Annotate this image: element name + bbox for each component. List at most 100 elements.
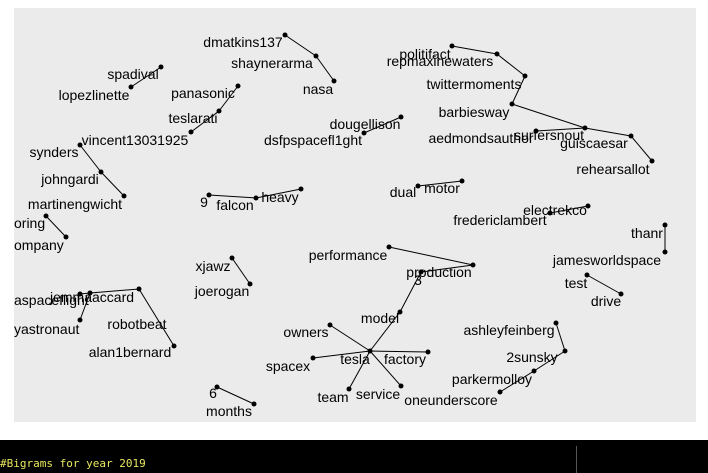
node-label-nine: 9: [200, 194, 208, 210]
node-nine: [206, 192, 212, 198]
node-surfersnout: [582, 125, 588, 131]
node-label-dual: dual: [390, 184, 416, 200]
node-falcon: [253, 195, 259, 201]
node-aspaceflight: [77, 291, 83, 297]
node-label-motor: motor: [424, 180, 460, 196]
node-label-test: test: [565, 275, 588, 291]
node-shaynerarma: [313, 53, 319, 59]
edge-xjawz-joerogan: [231, 257, 251, 285]
node-label-lopezlinette: lopezlinette: [59, 87, 130, 103]
node-label-vincent13031925: vincent13031925: [82, 132, 189, 148]
node-label-spacex: spacex: [266, 358, 310, 374]
node-dual: [415, 183, 421, 189]
node-label-twosunsky: 2sunsky: [506, 349, 557, 365]
node-johngardi: [98, 169, 104, 175]
node-label-ompany: ompany: [14, 237, 64, 253]
edge-dougellison-dsfpspacefl1ght: [363, 116, 402, 134]
node-label-oring: oring: [14, 215, 45, 231]
edge-aedmondsauthor-surfersnout: [535, 127, 586, 132]
node-label-performance: performance: [309, 247, 388, 263]
node-label-shaynerarma: shaynerarma: [231, 55, 313, 71]
node-oneunderscore: [497, 389, 503, 395]
node-label-electrekco: electrekco: [523, 202, 587, 218]
console-divider: [576, 446, 577, 473]
node-label-robotbeat: robotbeat: [107, 316, 166, 332]
node-label-three: 3: [414, 272, 422, 288]
node-label-aedmondsauthor: aedmondsauthor: [428, 130, 533, 146]
edge-johngardi-martinengwicht: [100, 171, 125, 197]
node-label-politifact: politifact: [399, 46, 450, 62]
node-label-tesla: tesla: [340, 351, 370, 367]
node-label-falcon: falcon: [216, 197, 253, 213]
node-ashleyfeinberg: [553, 320, 559, 326]
node-twosunsky: [562, 348, 568, 354]
edge-jemmaaccard-yastronaut: [79, 292, 91, 321]
node-service: [398, 383, 404, 389]
edge-jemmaaccard-robotbeat: [89, 288, 140, 294]
edge-oring-ompany: [45, 215, 67, 238]
edge-falcon-heavy: [255, 188, 302, 199]
node-label-heavy: heavy: [261, 189, 298, 205]
edge-guiscaesar-rehearsallot: [630, 135, 653, 162]
node-team: [346, 386, 352, 392]
edges-layer: [45, 34, 666, 405]
node-thanr: [662, 222, 668, 228]
edge-test-drive: [586, 274, 622, 295]
node-six: [214, 384, 220, 390]
edge-surfersnout-guiscaesar: [584, 127, 632, 137]
node-alan1bernard: [171, 343, 177, 349]
node-ompany: [63, 234, 69, 240]
node-factory: [425, 349, 431, 355]
node-label-teslarati: teslarati: [168, 110, 217, 126]
node-guiscaesar: [628, 133, 634, 139]
node-spacex: [310, 355, 316, 361]
node-production: [470, 262, 476, 268]
node-jemmaaccard: [87, 290, 93, 296]
labels-layer: dmatkins137shaynerarmanasaspadivallopezl…: [14, 34, 663, 419]
node-three: [418, 269, 424, 275]
node-owners: [327, 322, 333, 328]
node-barbiesway: [509, 101, 515, 107]
node-model: [397, 309, 403, 315]
node-nasa: [331, 78, 337, 84]
node-performance: [386, 244, 392, 250]
edge-shaynerarma-nasa: [315, 55, 335, 82]
edge-spadival-lopezlinette: [130, 66, 162, 88]
edge-politifact-repmaxinewaters: [451, 45, 498, 55]
edge-nine-falcon: [208, 194, 257, 199]
node-dmatkins137: [282, 32, 288, 38]
node-spadival: [158, 64, 164, 70]
edge-parkermolloy-oneunderscore: [499, 370, 535, 393]
console-output-text: #Bigrams for year 2019: [0, 457, 146, 470]
node-label-yastronaut: yastronaut: [14, 321, 79, 337]
edge-teslarati-vincent13031925: [190, 110, 220, 133]
node-motor: [459, 178, 465, 184]
node-label-oneunderscore: oneunderscore: [404, 392, 498, 408]
node-yastronaut: [77, 317, 83, 323]
node-label-dougellison: dougellison: [330, 116, 401, 132]
node-label-alan1bernard: alan1bernard: [89, 344, 172, 360]
node-months: [251, 401, 257, 407]
node-label-barbiesway: barbiesway: [439, 104, 510, 120]
node-label-six: 6: [209, 385, 217, 401]
node-dsfpspacefl1ght: [361, 130, 367, 136]
edge-owners-tesla: [329, 324, 371, 352]
edge-synders-johngardi: [79, 144, 102, 173]
edge-model-tesla: [369, 311, 401, 352]
edge-six-months: [216, 386, 255, 405]
node-teslarati: [216, 108, 222, 114]
edge-tesla-team: [348, 350, 371, 390]
node-label-model: model: [361, 310, 399, 326]
node-robotbeat: [136, 286, 142, 292]
node-heavy: [298, 186, 304, 192]
edge-dual-motor: [417, 180, 463, 187]
node-dougellison: [398, 114, 404, 120]
node-label-surfersnout: surfersnout: [514, 127, 584, 143]
edge-barbiesway-surfersnout: [511, 103, 586, 129]
node-label-xjawz: xjawz: [195, 258, 230, 274]
node-test: [584, 272, 590, 278]
node-fredericlambert: [547, 210, 553, 216]
node-label-team: team: [317, 389, 348, 405]
edge-spacex-tesla: [312, 350, 371, 359]
